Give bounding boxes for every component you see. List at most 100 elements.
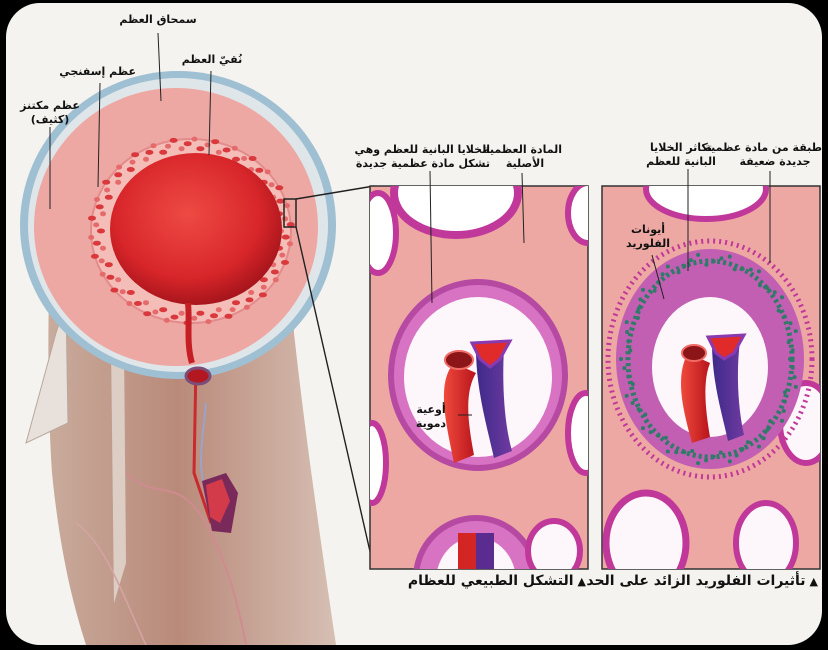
fluoride-ion-dot <box>733 267 737 271</box>
fluoride-ion-dot <box>789 321 793 325</box>
label-fluoride-ions-line2: الفلوريد <box>626 237 670 250</box>
spongy-dot <box>93 222 99 227</box>
spongy-dot <box>159 307 167 312</box>
spongy-dot <box>170 138 178 143</box>
label-fluoride-ions-line1: أيونات <box>631 223 665 236</box>
spongy-dot <box>230 307 236 312</box>
spongy-dot <box>261 285 267 290</box>
spongy-dot <box>100 246 106 251</box>
spongy-dot <box>88 235 94 240</box>
fluoride-ion-dot <box>631 401 635 405</box>
label-original-matrix-line1: المادة العظمية <box>483 143 562 156</box>
fluoride-ion-dot <box>625 394 629 398</box>
label-compact-bone: عظم مكتنز (كثيف) <box>18 99 82 127</box>
fluoride-ion-dot <box>757 269 761 273</box>
spongy-dot <box>259 292 267 297</box>
spongy-dot <box>152 310 158 315</box>
fluoride-ion-dot <box>794 329 798 333</box>
fluoride-ion-dot <box>793 375 797 379</box>
fluoride-ion-dot <box>696 461 700 465</box>
fluoride-ion-dot <box>783 400 787 404</box>
fluoride-ion-dot <box>773 290 777 294</box>
fluoride-ion-dot <box>788 357 792 361</box>
spongy-dot <box>102 180 110 185</box>
fluoride-ion-dot <box>696 253 700 257</box>
spongy-dot <box>279 253 285 258</box>
fluoride-ion-dot <box>636 316 640 320</box>
spongy-dot <box>164 318 170 323</box>
label-spongy-bone: عظم إسفنجي <box>64 65 136 79</box>
bone-illustration <box>6 3 822 645</box>
fluoride-ion-dot <box>791 348 795 352</box>
spongy-dot <box>115 180 121 185</box>
fluoride-ion-dot <box>628 349 632 353</box>
fluoride-ion-dot <box>622 366 626 370</box>
fluoride-ion-dot <box>641 288 645 292</box>
fluoride-ion-dot <box>780 419 784 423</box>
fluoride-ion-dot <box>656 434 660 438</box>
spongy-dot <box>244 305 250 310</box>
spongy-dot <box>96 204 104 209</box>
label-blood-vessels: أوعية دموية <box>404 403 458 431</box>
fluoride-ion-dot <box>783 315 787 319</box>
label-weak-layer-line1: طبقة من مادة عظمية <box>705 141 822 154</box>
fluoride-ion-dot <box>674 450 678 454</box>
spongy-dot <box>120 289 126 294</box>
spongy-dot <box>94 197 100 202</box>
panel-normal <box>358 151 608 638</box>
fluoride-ion-dot <box>757 445 761 449</box>
spongy-dot <box>232 300 240 305</box>
spongy-dot <box>151 143 157 148</box>
spongy-dot <box>116 165 122 170</box>
spongy-dot <box>216 307 222 312</box>
fluoride-ion-dot <box>765 286 769 290</box>
spongy-dot <box>246 297 254 302</box>
fluoride-ion-dot <box>626 375 630 379</box>
label-osteoblasts-line2: تشكل مادة عظمية جديدة <box>356 157 490 170</box>
fluoride-ion-dot <box>735 454 739 458</box>
fluoride-ion-dot <box>728 459 732 463</box>
caption-normal-text: التشكل الطبيعي للعظام <box>408 573 574 589</box>
fluoride-ion-dot <box>720 256 724 260</box>
spongy-dot <box>114 172 122 177</box>
fluoride-ion-dot <box>682 264 686 268</box>
label-original-matrix-line2: الأصلية <box>506 157 544 170</box>
fluoride-ion-dot <box>666 450 670 454</box>
spongy-dot <box>134 301 142 306</box>
spongy-dot <box>196 311 204 316</box>
fluoride-ion-dot <box>641 426 645 430</box>
spongy-dot <box>271 270 279 275</box>
fluoride-ion-dot <box>661 272 665 276</box>
label-blood-vessels-line1: أوعية <box>416 403 445 416</box>
fluoride-ion-dot <box>625 320 629 324</box>
label-blood-vessels-line2: دموية <box>416 417 446 430</box>
fluoride-ion-dot <box>768 419 772 423</box>
label-weak-layer: طبقة من مادة عظمية جديدة ضعيفة <box>728 141 822 169</box>
fluoride-ion-dot <box>758 283 762 287</box>
spongy-dot <box>145 150 153 155</box>
spongy-dot <box>127 167 135 172</box>
fluoride-ion-dot <box>794 385 798 389</box>
fluoride-ion-dot <box>741 447 745 451</box>
fluoride-ion-dot <box>643 413 647 417</box>
spongy-dot <box>241 156 247 161</box>
fluoride-ion-dot <box>690 449 694 453</box>
spongy-dot <box>273 277 279 282</box>
fluoride-ion-dot <box>689 258 693 262</box>
spongy-dot <box>281 260 289 265</box>
fluoride-ion-dot <box>712 455 716 459</box>
fluoride-ion-dot <box>625 330 629 334</box>
spongy-dot <box>130 160 136 165</box>
spongy-dot <box>143 300 149 305</box>
caption-fluoride-text: تأثيرات الفلوريد الزائد على الحد <box>586 573 805 589</box>
spongy-dot <box>99 258 105 263</box>
spongy-dot <box>282 216 288 221</box>
fluoride-ion-dot <box>637 407 641 411</box>
fluoride-ion-dot <box>704 458 708 462</box>
label-fluoride-ions: أيونات الفلوريد <box>618 223 678 251</box>
fluoride-ion-dot <box>787 340 791 344</box>
fluoride-ion-dot <box>704 263 708 267</box>
label-osteoblasts-line1: الخلايا البانية للعظم وهي <box>354 143 490 156</box>
fluoride-ion-dot <box>666 265 670 269</box>
spongy-dot <box>210 313 218 318</box>
